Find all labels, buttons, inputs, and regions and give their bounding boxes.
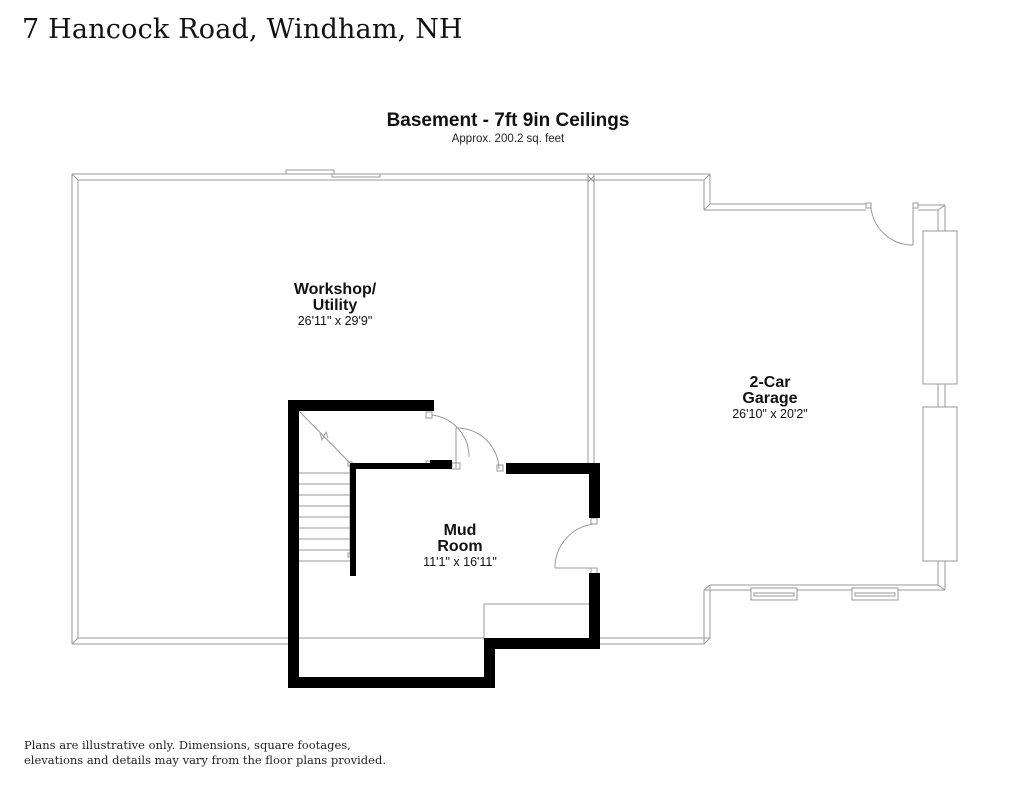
room-dimensions: 26'10" x 20'2" xyxy=(732,407,808,421)
room-dimensions: 11'1" x 16'11" xyxy=(423,555,497,569)
room-label-mudroom: Mud Room 11'1" x 16'11" xyxy=(400,523,520,570)
workshop-walls xyxy=(71,169,595,645)
room-name: Workshop/ xyxy=(293,281,377,298)
disclaimer: Plans are illustrative only. Dimensions,… xyxy=(24,738,444,768)
mudroom-interior-lines xyxy=(298,410,598,640)
mudroom-walls xyxy=(288,400,600,688)
property-address: 7 Hancock Road, Windham, NH xyxy=(22,14,463,45)
room-name: 2-Car xyxy=(749,374,791,391)
room-name: Mud xyxy=(443,522,477,539)
room-name: Garage xyxy=(742,390,798,407)
room-label-garage: 2-Car Garage 26'10" x 20'2" xyxy=(700,375,840,422)
room-label-workshop: Workshop/ Utility 26'11" x 29'9" xyxy=(255,282,415,329)
disclaimer-line: Plans are illustrative only. Dimensions,… xyxy=(24,738,351,752)
floor-title: Basement - 7ft 9in Ceilings xyxy=(386,110,630,131)
floor-area: Approx. 200.2 sq. feet xyxy=(451,133,565,145)
room-name: Room xyxy=(437,538,483,555)
disclaimer-line: elevations and details may vary from the… xyxy=(24,753,386,767)
garage-walls xyxy=(594,173,958,645)
room-dimensions: 26'11" x 29'9" xyxy=(297,314,373,328)
room-name: Utility xyxy=(312,297,358,314)
